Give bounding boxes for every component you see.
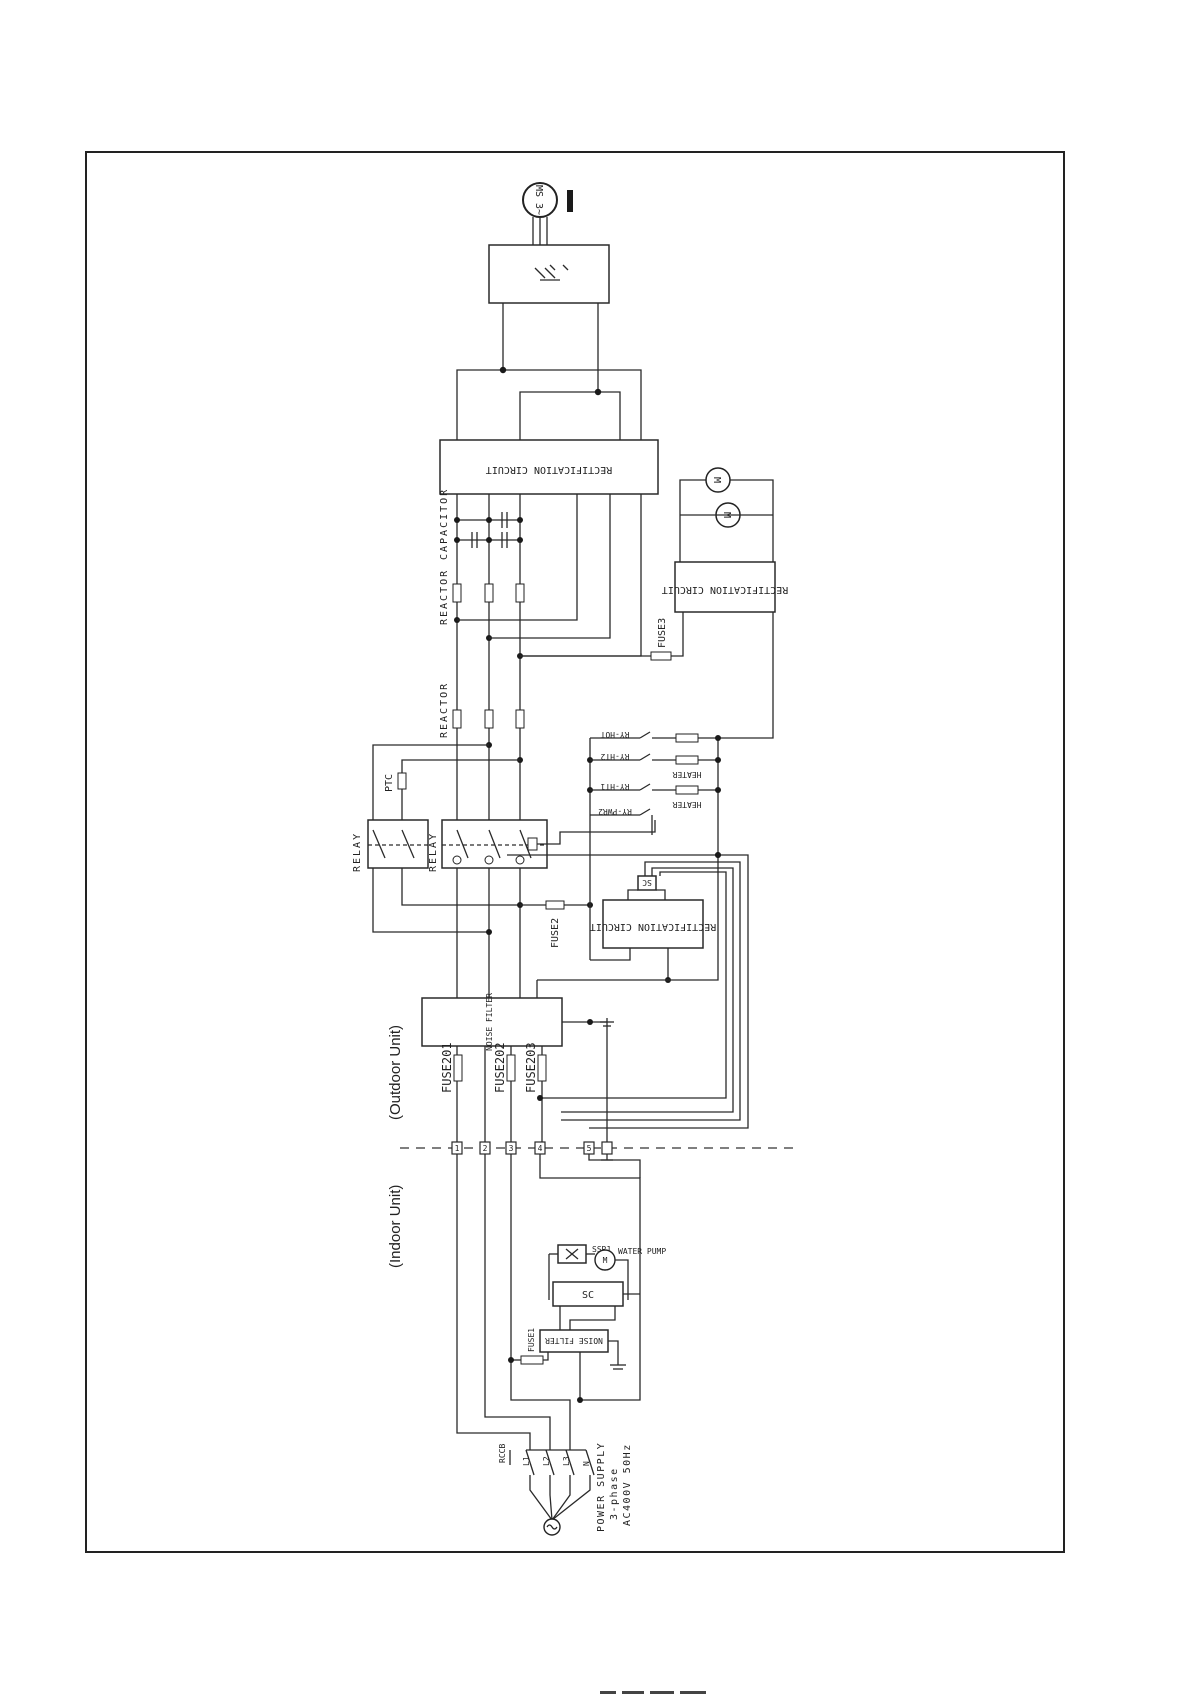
relay-2-label: RELAY [428, 832, 439, 872]
ptc-resistor: PTC [384, 772, 407, 792]
terminal-2-label: 2 [483, 1144, 488, 1153]
fuse3-label: FUSE3 [657, 618, 668, 648]
compressor-motor: MS 3~ [522, 182, 573, 245]
ry-ht2-label: RY-HT2 [600, 752, 629, 761]
outdoor-unit-label: (Outdoor Unit) [387, 1025, 404, 1120]
heater-2-label: HEATER [672, 770, 701, 779]
footer-marks [600, 1679, 712, 1698]
indoor-unit-label: (Indoor Unit) [387, 1185, 404, 1268]
heater-1: HEATER [672, 785, 701, 809]
power-supply-line-3: AC400V 50Hz [622, 1443, 633, 1526]
n-label: N [582, 1461, 591, 1466]
rect-ctrl-label: RECTIFICATION CIRCUIT [590, 921, 716, 932]
heater-1-label: HEATER [672, 800, 701, 809]
water-pump-label: WATER PUMP [618, 1247, 666, 1256]
noise-filter-out-label: NOISE FILTER [485, 993, 494, 1051]
power-supply-label: POWER SUPPLY 3-phase AC400V 50Hz [596, 1442, 633, 1532]
terminal-1-label: 1 [455, 1144, 460, 1153]
rccb-label: RCCB [498, 1444, 507, 1463]
fuse203-label: FUSE203 [524, 1042, 538, 1093]
reactor-label: REACTOR [439, 682, 450, 738]
noise-filter-indoor: NOISE FILTER [539, 1329, 609, 1353]
ptc-label: PTC [384, 774, 395, 792]
noise-filter-in-label: NOISE FILTER [545, 1336, 603, 1345]
ry-ht1-label: RY-HT1 [600, 782, 629, 791]
sc-indoor: SC [552, 1281, 624, 1307]
fuse2: FUSE2 [545, 900, 565, 948]
fuse1-label: FUSE1 [527, 1328, 536, 1352]
ry-pwr2-label: RY-PWR2 [598, 807, 632, 816]
pump-motor-label: M [603, 1256, 608, 1265]
terminal-5-label: 5 [587, 1144, 592, 1153]
relay-1: RELAY [352, 819, 429, 872]
heater-2: HEATER [672, 755, 701, 779]
ac-source-symbol [543, 1518, 561, 1536]
l1-label: L1 [522, 1456, 531, 1466]
rectification-circuit-fan: RECTIFICATION CIRCUIT [662, 561, 788, 613]
relay-2: RELAY [428, 819, 548, 872]
ry-hot-label: RY-HOT [600, 730, 629, 739]
noise-filter-outdoor: NOISE FILTER [421, 993, 563, 1051]
rect-main-label: RECTIFICATION CIRCUIT [486, 464, 612, 475]
fuse3: FUSE3 [650, 618, 672, 661]
fuse203: FUSE203 [524, 1042, 547, 1093]
rectification-circuit-control: RECTIFICATION CIRCUIT [590, 899, 716, 949]
l3-label: L3 [562, 1456, 571, 1466]
motor-label: MS 3~ [533, 185, 544, 215]
fan-motor-1-label: M [711, 477, 722, 483]
fuse201: FUSE201 [440, 1042, 463, 1093]
fuse202-label: FUSE202 [493, 1042, 507, 1093]
relay-1-label: RELAY [352, 832, 363, 872]
diagram-border [85, 151, 1065, 1553]
terminal-4-label: 4 [538, 1144, 543, 1153]
fuse202: FUSE202 [493, 1042, 516, 1093]
ssr1-label: SSR1 [592, 1245, 611, 1254]
reactor-lower: REACTOR [439, 682, 525, 738]
fan-motor-1: M [705, 467, 731, 493]
power-supply-line-1: POWER SUPPLY [596, 1442, 607, 1532]
terminal-3-label: 3 [509, 1144, 514, 1153]
sc-small: SC [637, 875, 657, 891]
rectification-circuit-main: RECTIFICATION CIRCUIT [439, 439, 659, 495]
inverter-module [488, 244, 610, 304]
sc-small-label: SC [642, 878, 652, 887]
fuse201-label: FUSE201 [440, 1042, 454, 1093]
capacitor-bank: CAPACITOR [439, 488, 523, 560]
reactor-upper: REACTOR [439, 569, 525, 625]
power-supply-line-2: 3-phase [609, 1467, 620, 1520]
capacitor-label: CAPACITOR [439, 488, 450, 560]
l2-label: L2 [542, 1456, 551, 1466]
water-pump: M WATER PUMP [594, 1247, 666, 1271]
rect-fan-label: RECTIFICATION CIRCUIT [662, 584, 788, 595]
fuse2-label: FUSE2 [550, 918, 561, 948]
sc-indoor-label: SC [582, 1290, 594, 1301]
reactor-top-label: REACTOR [439, 569, 450, 625]
rccb: RCCB L1 L2 L3 N [498, 1444, 595, 1476]
